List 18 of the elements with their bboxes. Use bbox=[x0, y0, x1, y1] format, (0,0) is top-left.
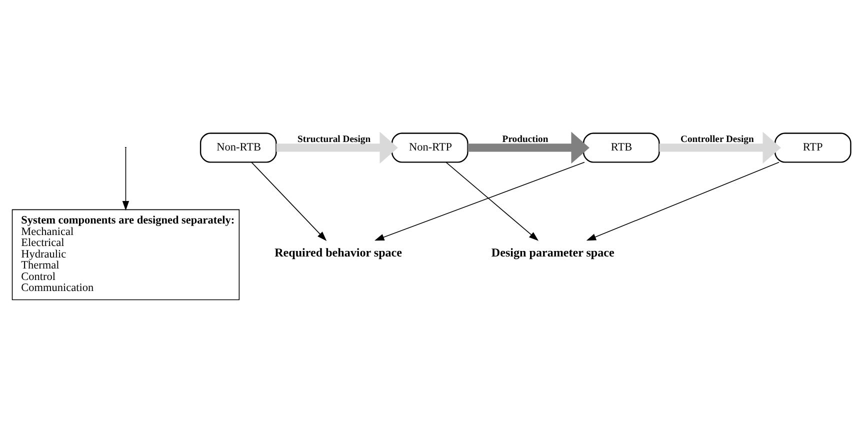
node-text: Design parameter space bbox=[491, 246, 614, 260]
node-box: RTB bbox=[582, 132, 660, 163]
arrow bbox=[251, 162, 327, 242]
edge-label: Production bbox=[502, 134, 548, 145]
arrow bbox=[122, 148, 130, 211]
arrow bbox=[276, 132, 398, 164]
arrow bbox=[446, 162, 539, 241]
node-box: Non-RTP bbox=[391, 132, 468, 163]
node-box: System components are designed separately: Mechanical Electrical Hydraulic Thermal Control Communication bbox=[12, 209, 240, 300]
node-box: RTP bbox=[774, 132, 852, 163]
arrow bbox=[468, 132, 590, 164]
edge-label: Controller Design bbox=[680, 134, 754, 145]
arrow bbox=[374, 162, 585, 241]
node-box: Non-RTB bbox=[200, 132, 277, 163]
arrow bbox=[659, 132, 781, 164]
node-text: Required behavior space bbox=[274, 246, 402, 260]
edge-label: Structural Design bbox=[298, 134, 371, 145]
arrow bbox=[586, 162, 780, 241]
